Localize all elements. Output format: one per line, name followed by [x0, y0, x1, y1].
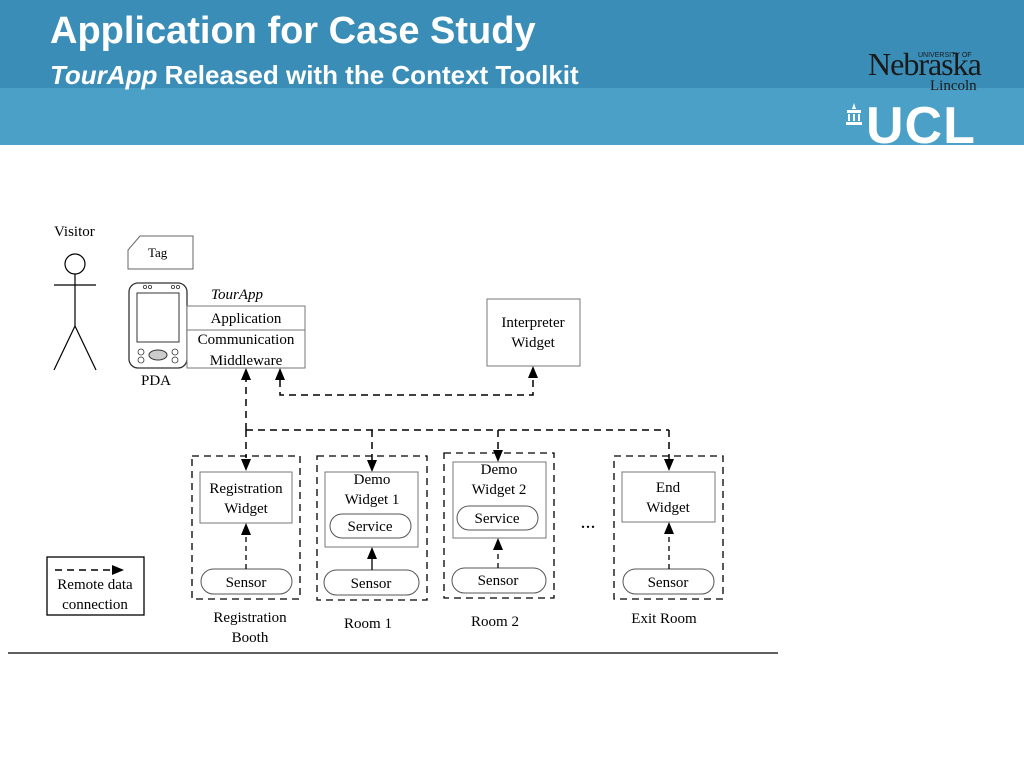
legend-label-1: Remote data — [57, 577, 133, 593]
room-1-label: Room 1 — [344, 616, 392, 632]
communication-layer-label: Communication — [198, 332, 295, 348]
visitor-label: Visitor — [54, 224, 95, 240]
application-layer-label: Application — [211, 311, 282, 327]
exit-room: End Widget Sensor — [613, 455, 724, 600]
demo-widget-2-label-2: Widget 2 — [472, 482, 527, 498]
room-1-sensor-label: Sensor — [351, 576, 392, 592]
demo-widget-2-service-label: Service — [475, 511, 520, 527]
legend-box: Remote data connection — [46, 556, 145, 616]
demo-widget-1-label-2: Widget 1 — [345, 492, 400, 508]
ucl-building-icon — [846, 103, 862, 125]
registration-widget-label-2: Widget — [224, 501, 268, 517]
slide-subtitle: TourApp Released with the Context Toolki… — [50, 60, 579, 91]
connection-arrowheads — [241, 366, 674, 472]
pda-label: PDA — [141, 373, 171, 389]
registration-booth-label-1: Registration — [213, 610, 287, 626]
nebraska-logo: Nebraska — [868, 46, 982, 82]
demo-widget-1-label-1: Demo — [354, 472, 391, 488]
pda-device-icon — [128, 282, 188, 369]
registration-sensor-label: Sensor — [226, 575, 267, 591]
subtitle-rest: Released with the Context Toolkit — [157, 60, 579, 90]
legend-label-2: connection — [62, 597, 128, 613]
nebraska-logo-small-text: UNIVERSITY OF — [918, 52, 972, 59]
registration-widget-label-1: Registration — [209, 481, 283, 497]
registration-booth-label-2: Booth — [232, 630, 269, 646]
more-rooms-ellipsis: ... — [581, 511, 596, 533]
interpreter-widget-label-1: Interpreter — [501, 315, 564, 331]
room-1: Demo Widget 1 Service Sensor — [316, 455, 428, 601]
end-widget-label-2: Widget — [646, 500, 690, 516]
registration-booth-room: Registration Widget Sensor — [191, 455, 301, 600]
interpreter-widget-label-2: Widget — [511, 335, 555, 351]
lincoln-logo-text: Lincoln — [930, 78, 977, 94]
middleware-layer-label: Middleware — [210, 353, 283, 369]
exit-room-label: Exit Room — [631, 611, 697, 627]
demo-widget-1-service-label: Service — [348, 519, 393, 535]
room-2: Demo Widget 2 Service Sensor — [443, 452, 555, 599]
slide-title: Application for Case Study — [50, 10, 536, 52]
end-widget-label-1: End — [656, 480, 681, 496]
tourapp-stack: Application Communication Middleware — [186, 305, 306, 369]
exit-room-sensor-label: Sensor — [648, 575, 689, 591]
tag-shape: Tag — [127, 235, 194, 270]
tourapp-label: TourApp — [211, 287, 263, 303]
visitor-figure-icon — [53, 253, 97, 371]
subtitle-app-name: TourApp — [50, 60, 158, 90]
remote-data-connections — [245, 380, 670, 460]
room-2-sensor-label: Sensor — [478, 573, 519, 589]
legend-arrow-icon — [112, 565, 124, 575]
tag-label: Tag — [148, 245, 168, 260]
demo-widget-2-label-1: Demo — [481, 462, 518, 478]
room-2-label: Room 2 — [471, 614, 519, 630]
ucl-logo: UCL — [866, 97, 976, 155]
interpreter-widget: Interpreter Widget — [486, 298, 581, 367]
